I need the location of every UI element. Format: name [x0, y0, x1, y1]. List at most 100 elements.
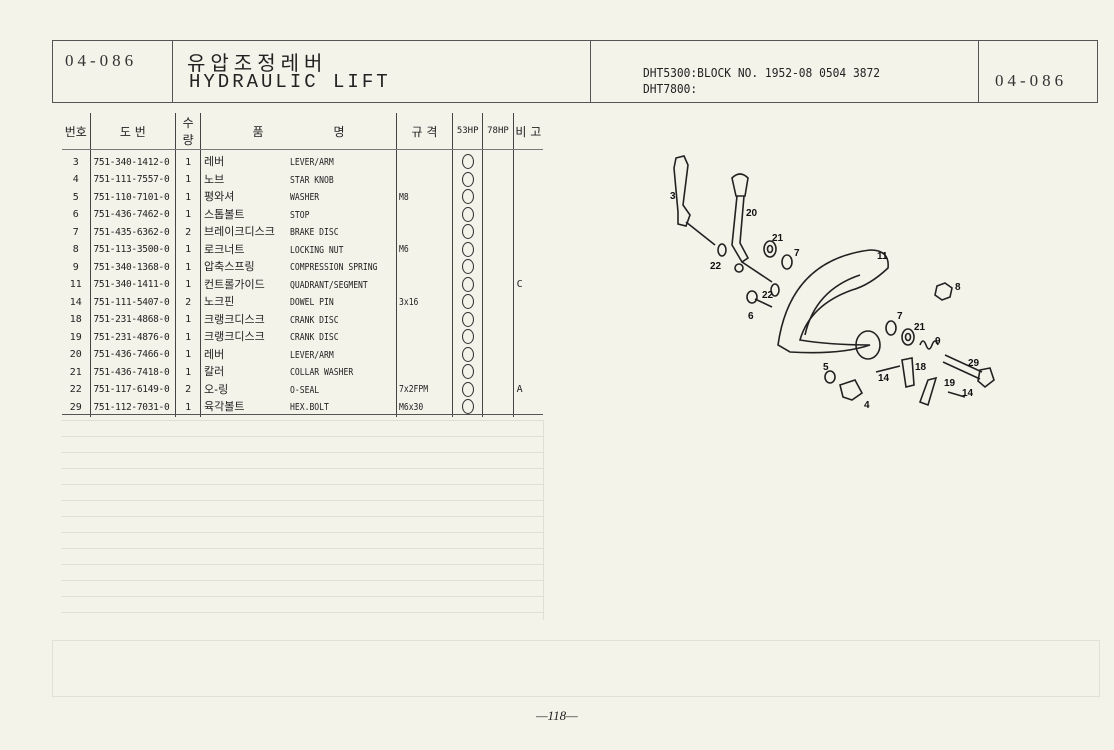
part-name-english: STOP [290, 209, 310, 221]
part-name-english: WASHER [290, 192, 320, 203]
quantity: 1 [175, 259, 202, 277]
title-korean: 유압조정레버 [187, 51, 328, 75]
spec [396, 364, 445, 382]
part-number: 751-436-7466-0 [90, 346, 177, 364]
part-number: 751-231-4868-0 [90, 311, 177, 329]
part-name-korean: 평와셔 [204, 190, 235, 203]
part-name-english: QUADRANT/SEGMENT [290, 279, 368, 291]
row-number: 29 [62, 399, 91, 417]
spec: M8 [396, 189, 445, 207]
applies-53hp [452, 206, 484, 224]
quantity: 1 [175, 346, 202, 364]
quantity: 1 [175, 189, 202, 207]
quantity: 1 [175, 149, 202, 172]
part-name-english: COLLAR WASHER [290, 367, 354, 378]
quantity: 1 [175, 171, 202, 189]
part-number: 751-436-7462-0 [90, 206, 177, 224]
spec: 3x16 [396, 294, 445, 312]
part-name-english: CRANK DISC [290, 332, 339, 343]
model-line-2: DHT7800: [643, 81, 698, 96]
applies-53hp [452, 276, 484, 294]
quantity: 1 [175, 276, 202, 294]
col-name-part2: 명 [333, 124, 345, 139]
circle-mark-icon [461, 294, 474, 310]
part-name-korean: 육각볼트 [204, 400, 245, 413]
row-number: 5 [62, 189, 91, 207]
applies-53hp [452, 381, 484, 399]
spring-9 [919, 340, 939, 350]
circle-mark-icon [461, 311, 474, 327]
col-spec: 규 격 [396, 113, 454, 150]
note [513, 312, 543, 330]
applies-53hp [452, 259, 484, 277]
note [513, 329, 543, 347]
part-name-english: LOCKING NUT [290, 244, 344, 256]
quantity: 1 [175, 311, 202, 329]
callout-22: 22 [710, 261, 722, 272]
applies-53hp [452, 224, 484, 242]
part-name-english: LEVER/ARM [290, 349, 334, 361]
applies-78hp [482, 171, 514, 189]
col-53hp: 53HP [452, 113, 484, 150]
callout-7b: 7 [897, 311, 903, 322]
col-quantity: 수량 [175, 113, 202, 150]
bleed-through-header [52, 640, 1100, 697]
row-number: 19 [62, 329, 91, 347]
note [513, 347, 543, 365]
col-78hp: 78HP [482, 113, 514, 150]
col-name-part1: 품 [252, 124, 264, 139]
note [513, 224, 543, 242]
circle-mark-icon [461, 329, 474, 345]
note [513, 364, 543, 382]
note [513, 259, 543, 277]
spec [396, 171, 445, 189]
applies-53hp [452, 171, 484, 189]
circle-mark-icon [461, 189, 474, 205]
part-name-korean: 압축스프링 [204, 260, 255, 273]
section-code: 04-086 [65, 51, 138, 70]
quantity: 1 [175, 329, 202, 347]
part-number: 751-435-6362-0 [90, 224, 177, 242]
callout-labels: 3 20 21 7 22 11 22 6 8 7 21 9 29 18 5 14… [670, 191, 980, 411]
lever-arm-3 [673, 155, 716, 246]
callout-7: 7 [794, 248, 800, 259]
note [513, 294, 543, 312]
crank-discs [875, 357, 966, 407]
applies-53hp [452, 346, 484, 364]
callout-5: 5 [823, 362, 829, 373]
applies-78hp [482, 329, 514, 347]
note [513, 207, 543, 225]
part-name-english: DOWEL PIN [290, 297, 334, 308]
circle-mark-icon [461, 154, 474, 170]
quantity: 2 [175, 294, 202, 312]
part-number: 751-231-4876-0 [90, 329, 177, 347]
applies-78hp [482, 364, 514, 382]
applies-78hp [482, 189, 514, 207]
circle-mark-icon [461, 259, 474, 275]
callout-21b: 21 [914, 322, 926, 333]
callout-14: 14 [878, 373, 890, 384]
star-knob-4 [839, 379, 864, 401]
applies-53hp [452, 149, 484, 172]
applies-78hp [482, 259, 514, 277]
applies-78hp [482, 241, 514, 259]
callout-8: 8 [955, 282, 961, 293]
spec [396, 259, 445, 277]
